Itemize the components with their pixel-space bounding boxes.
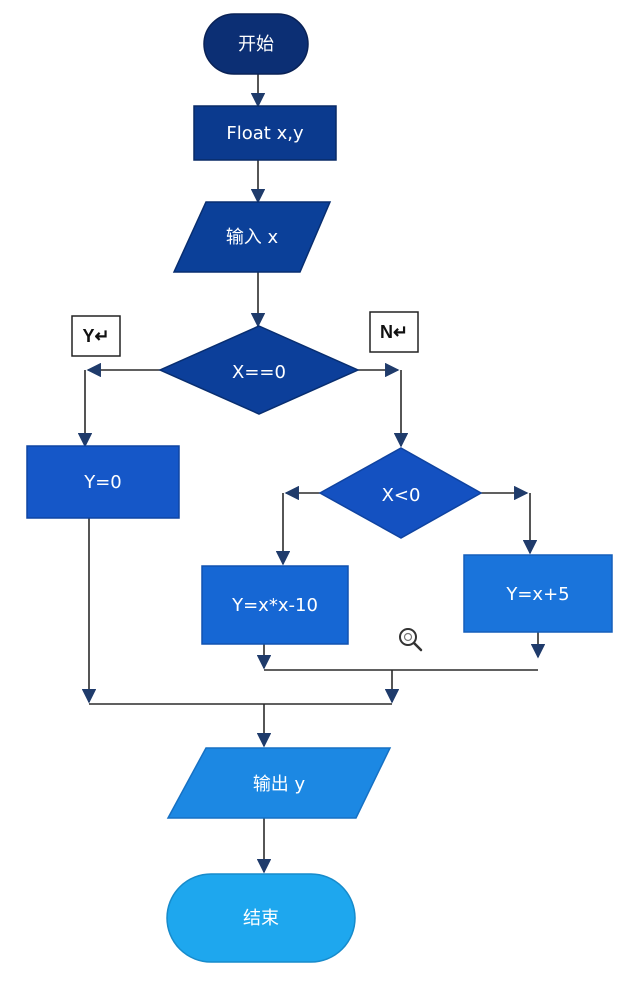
- assign-pos-node: Y=x+5: [463, 554, 613, 633]
- assign-neg-label: Y=x*x-10: [231, 595, 318, 616]
- start-node: 开始: [203, 13, 309, 75]
- assign-zero-node: Y=0: [26, 445, 180, 519]
- declare-label: Float x,y: [226, 123, 304, 144]
- input-label: 输入 x: [226, 227, 279, 248]
- output-label: 输出 y: [253, 774, 306, 795]
- decision-sub-node: X<0: [318, 447, 483, 539]
- assign-pos-label: Y=x+5: [505, 584, 569, 605]
- input-node: 输入 x: [172, 201, 332, 273]
- no-tag-label: N↵: [380, 322, 408, 342]
- end-node: 结束: [166, 873, 356, 963]
- yes-tag-label: Y↵: [82, 326, 109, 346]
- connectors: [77, 74, 546, 874]
- decision-sub-label: X<0: [382, 485, 421, 506]
- start-label: 开始: [238, 34, 274, 55]
- assign-neg-node: Y=x*x-10: [201, 565, 349, 645]
- no-tag: N↵: [369, 311, 419, 353]
- end-label: 结束: [243, 908, 279, 929]
- declare-node: Float x,y: [193, 105, 337, 161]
- zoom-icon[interactable]: [399, 628, 423, 652]
- yes-tag: Y↵: [71, 315, 121, 357]
- output-node: 输出 y: [166, 747, 392, 819]
- decision-main-node: X==0: [158, 325, 360, 415]
- decision-main-label: X==0: [232, 362, 286, 383]
- assign-zero-label: Y=0: [83, 472, 122, 493]
